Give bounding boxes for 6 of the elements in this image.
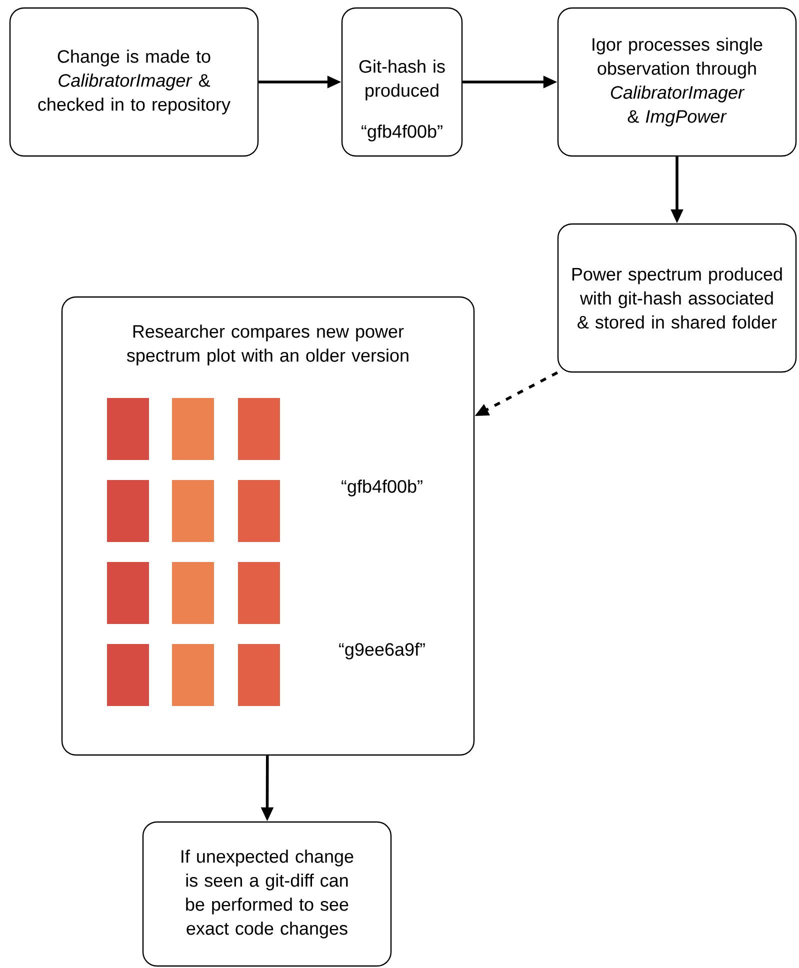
- process-box: Igor processes single observation through CalibratorImager & ImgPower: [557, 7, 797, 157]
- process-box: Change is made to CalibratorImager & checked in to repository: [9, 7, 259, 157]
- process-box: Git-hash is produced “gfb4f00b”: [341, 7, 463, 157]
- process-box: Power spectrum produced with git-hash associated & stored in shared folder: [557, 223, 797, 373]
- process-box: Researcher compares new power spectrum plot with an older version “gfb4f00b” “g9ee6a9f”: [61, 296, 475, 756]
- process-box: If unexpected change is seen a git-diff can be performed to see exact code changes: [142, 821, 392, 967]
